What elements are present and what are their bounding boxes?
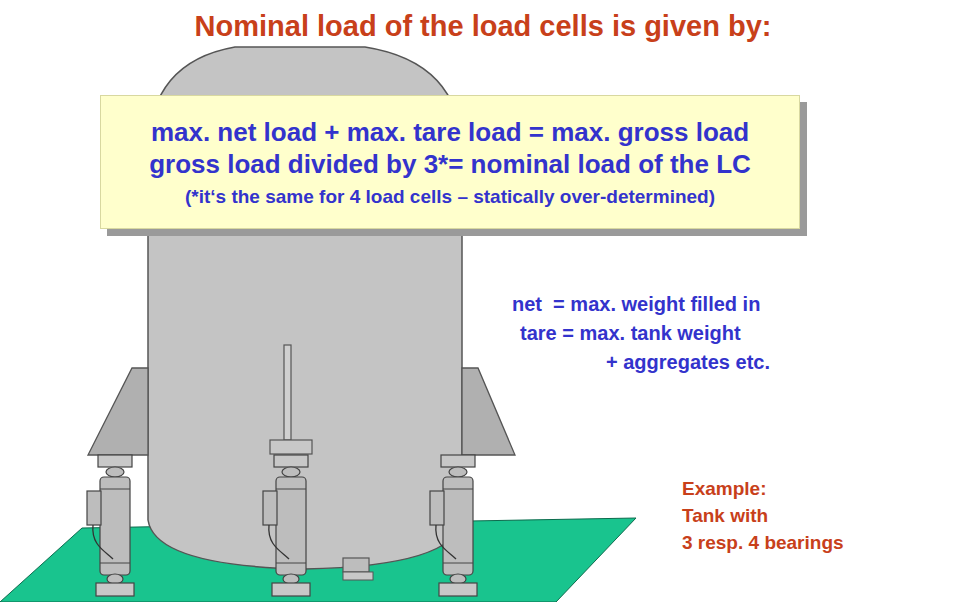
example-text: Example: [682, 478, 766, 500]
footnote-text: (*it‘s the same for 4 load cells – stati… [115, 185, 785, 209]
definition-text: net = max. weight filled in [512, 293, 760, 316]
example-text: Tank with [682, 505, 768, 527]
definition-text: tare = max. tank weight [520, 322, 741, 345]
definition-text: + aggregates etc. [606, 351, 770, 374]
slide-title: Nominal load of the load cells is given … [0, 10, 966, 43]
formula-text: gross load divided by 3*= nominal load o… [115, 148, 785, 181]
formula-box: max. net load + max. tare load = max. gr… [100, 95, 800, 229]
formula-text: max. net load + max. tare load = max. gr… [115, 116, 785, 149]
example-text: 3 resp. 4 bearings [682, 532, 844, 554]
